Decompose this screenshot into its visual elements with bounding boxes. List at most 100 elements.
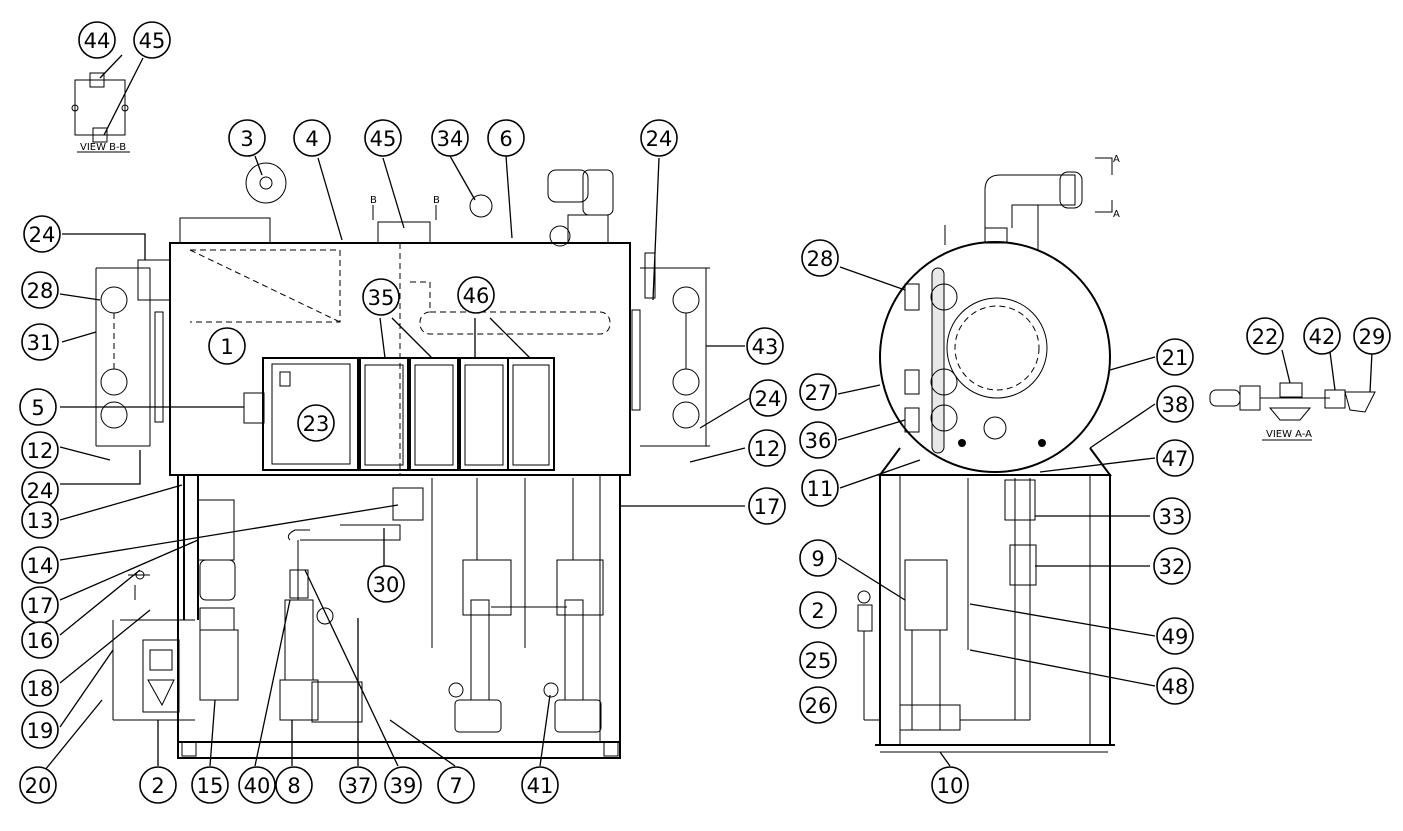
callout-47: 47 — [1156, 439, 1194, 477]
callout-number: 10 — [937, 774, 964, 798]
callout-number: 9 — [811, 547, 824, 571]
callout-circle — [748, 487, 786, 525]
callout-circle — [799, 641, 837, 679]
callout-circle — [431, 119, 469, 157]
callout-number: 31 — [27, 331, 54, 355]
callout-number: 2 — [151, 774, 164, 798]
callout-33: 33 — [1153, 497, 1191, 535]
callout-number: 17 — [27, 594, 54, 618]
safety-valve — [377, 221, 431, 244]
callout-number: 37 — [345, 774, 372, 798]
callout-45: 45 — [133, 21, 171, 59]
callout-circle — [238, 766, 276, 804]
boiler-shell — [879, 241, 1111, 473]
callout-36: 36 — [799, 421, 837, 459]
callout-21: 21 — [1156, 338, 1194, 376]
callout-2: 2 — [139, 766, 177, 804]
callout-circle — [1156, 617, 1194, 655]
pressure-gauge-41b — [543, 682, 559, 698]
callout-number: 26 — [805, 694, 832, 718]
callout-12: 12 — [748, 429, 786, 467]
callout-circle — [191, 766, 229, 804]
callout-circle — [437, 766, 475, 804]
callout-2: 2 — [799, 591, 837, 629]
callout-number: 7 — [449, 774, 462, 798]
callout-6: 6 — [487, 119, 525, 157]
callout-number: 39 — [390, 774, 417, 798]
callout-23: 23 — [297, 404, 335, 442]
callout-5: 5 — [19, 388, 57, 426]
callout-48: 48 — [1156, 667, 1194, 705]
pressure-gauge-41a — [448, 682, 464, 698]
callout-10: 10 — [931, 766, 969, 804]
callout-17: 17 — [21, 586, 59, 624]
callout-number: 22 — [1252, 325, 1279, 349]
callout-number: 23 — [303, 412, 330, 436]
callout-14: 14 — [21, 546, 59, 584]
callout-number: 29 — [1359, 325, 1386, 349]
top-plate — [179, 217, 271, 244]
callout-circle — [21, 501, 59, 539]
element-housing-1 — [359, 357, 409, 471]
callout-49: 49 — [1156, 617, 1194, 655]
callout-circle — [384, 766, 422, 804]
section-a-bottom: A — [1113, 209, 1120, 220]
callout-24: 24 — [23, 215, 61, 253]
callout-number: 16 — [27, 629, 54, 653]
callout-16: 16 — [21, 621, 59, 659]
section-b-right: B — [433, 195, 440, 206]
manway — [946, 297, 1048, 399]
callout-circle — [746, 327, 784, 365]
callout-9: 9 — [799, 539, 837, 577]
top-flange — [245, 162, 287, 204]
callout-number: 48 — [1162, 675, 1189, 699]
pressure-gauge-top — [469, 194, 493, 218]
callout-number: 12 — [754, 437, 781, 461]
callout-number: 35 — [368, 286, 395, 310]
callout-8: 8 — [275, 766, 313, 804]
view-a-label: VIEW A-A — [1266, 429, 1312, 440]
feed-tank-connection — [392, 487, 424, 521]
callout-number: 43 — [752, 335, 779, 359]
callout-circle — [801, 239, 839, 277]
callout-17: 17 — [748, 487, 786, 525]
callout-number: 36 — [805, 429, 832, 453]
callout-number: 19 — [27, 719, 54, 743]
callout-circle — [521, 766, 559, 804]
callout-number: 14 — [27, 554, 54, 578]
side-view: A A — [857, 154, 1120, 753]
callout-circle — [78, 21, 116, 59]
callout-circle — [364, 119, 402, 157]
callout-37: 37 — [339, 766, 377, 804]
pump-motor-2 — [556, 559, 604, 616]
callout-circle — [1156, 385, 1194, 423]
callout-24: 24 — [640, 119, 678, 157]
view-a-a: VIEW A-A — [1209, 382, 1376, 441]
front-view — [95, 162, 710, 759]
callout-number: 2 — [811, 599, 824, 623]
callout-number: 15 — [197, 774, 224, 798]
callout-number: 27 — [805, 381, 832, 405]
callout-40: 40 — [238, 766, 276, 804]
callout-number: 45 — [139, 29, 166, 53]
callout-number: 17 — [754, 495, 781, 519]
callout-circle — [749, 379, 787, 417]
callout-41: 41 — [521, 766, 559, 804]
section-b-left: B — [370, 195, 377, 206]
callout-3: 3 — [228, 119, 266, 157]
callout-circle — [1246, 317, 1284, 355]
callout-circle — [1153, 497, 1191, 535]
callout-11: 11 — [801, 469, 839, 507]
element-housing-2 — [409, 357, 459, 471]
callout-circle — [133, 21, 171, 59]
callout-circle — [1153, 547, 1191, 585]
callout-number: 32 — [1159, 555, 1186, 579]
callout-number: 28 — [807, 247, 834, 271]
callout-circle — [457, 276, 495, 314]
callout-circle — [931, 766, 969, 804]
view-b-b: VIEW B-B — [71, 72, 130, 153]
callout-number: 12 — [27, 439, 54, 463]
callout-circle — [293, 119, 331, 157]
callout-circle — [801, 469, 839, 507]
callout-number: 24 — [29, 223, 56, 247]
